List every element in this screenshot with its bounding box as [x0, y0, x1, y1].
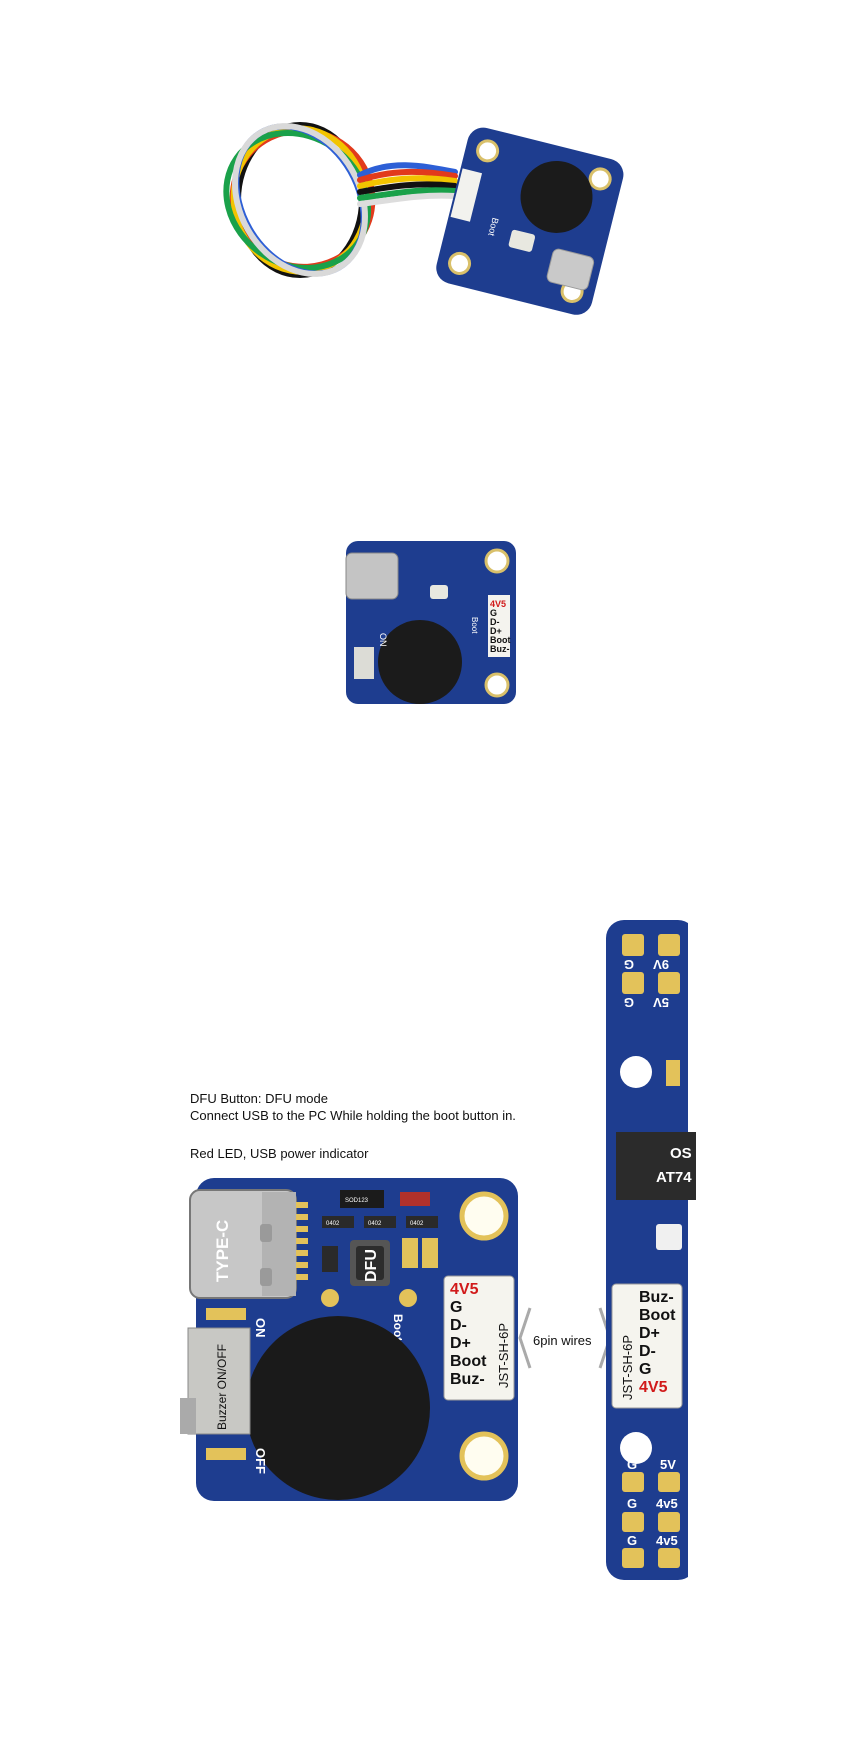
cable-bundle [223, 122, 458, 278]
module-board-photo: Boot [436, 127, 624, 315]
pad-label: 4v5 [656, 1533, 678, 1548]
chip-label: OS [670, 1145, 692, 1162]
off-label: OFF [253, 1448, 268, 1474]
buzzer-switch-label: Buzzer ON/OFF [215, 1344, 229, 1430]
on-label: ON [378, 633, 388, 647]
part-label: 0402 [326, 1221, 340, 1227]
smd-parts: SOD123 0402 0402 0402 [322, 1190, 438, 1272]
jst-connector-fc: JST-SH-6P [611, 1283, 683, 1409]
buzzer-icon [246, 1316, 430, 1500]
pad-label: 5V [660, 1457, 676, 1472]
jst-connector-module: JST-SH-6P [443, 1275, 515, 1401]
fc-pin-labels: Buz- Boot D+ D- G 4V5 [639, 1289, 676, 1396]
pad-label: G [627, 1533, 637, 1548]
pin-label: Buz- [490, 644, 510, 654]
flight-controller-board: G 9V G 5V OS AT74 JST-SH-6P Buz- Boot D+ [606, 920, 698, 1580]
chip-label: AT74 [656, 1169, 692, 1186]
part-label: SOD123 [345, 1198, 369, 1204]
pin-label: D- [490, 617, 500, 627]
mount-hole [459, 1431, 509, 1481]
board-top-svg: ON Boot 4V5 G D- D+ Boot Buz- [345, 541, 516, 704]
mount-hole [620, 1432, 652, 1464]
wire-arrow: 6pin wires [518, 1307, 612, 1369]
dfu-button: DFU [321, 1240, 417, 1307]
pin-label: D+ [450, 1335, 471, 1352]
product-photo-svg: Boot [223, 122, 624, 315]
pin-label: D- [639, 1343, 656, 1360]
pin-label: Boot [450, 1353, 487, 1370]
buzzer-icon [520, 160, 593, 233]
pin-labels: 4V5 G D- D+ Boot Buz- [490, 599, 511, 654]
pin-label: G [490, 608, 497, 618]
pin-label: 4V5 [490, 599, 506, 609]
module-board: TYPE-C SOD123 0402 0402 0402 [180, 1178, 518, 1501]
pin-label: 4V5 [450, 1281, 479, 1298]
part-label: 0402 [368, 1221, 382, 1227]
pin-label: G [639, 1361, 651, 1378]
mount-hole [620, 1056, 652, 1088]
usb-typec-connector: TYPE-C [189, 1189, 308, 1299]
on-label: ON [253, 1318, 268, 1338]
pin-label: 4V5 [639, 1379, 668, 1396]
pin-label: D- [450, 1317, 467, 1334]
typec-label: TYPE-C [213, 1220, 232, 1282]
pin-label: Buz- [450, 1371, 485, 1388]
pin-label: G [450, 1299, 462, 1316]
buzzer-icon [378, 620, 462, 704]
dfu-note: DFU Button: DFU mode Connect USB to the … [190, 1090, 516, 1124]
dfu-label: DFU [363, 1249, 380, 1282]
pin-label: Boot [639, 1307, 676, 1324]
buzzer-onoff-switch: Buzzer ON/OFF [180, 1308, 251, 1460]
part-label: 0402 [410, 1221, 424, 1227]
pad-label: 5V [653, 995, 669, 1010]
module-pin-labels: 4V5 G D- D+ Boot Buz- [450, 1281, 487, 1388]
wiring-diagram-svg: TYPE-C SOD123 0402 0402 0402 [180, 920, 698, 1580]
connector-label: JST-SH-6P [496, 1323, 511, 1388]
pin-label: Buz- [639, 1289, 674, 1306]
pad-label: G [624, 957, 634, 972]
dfu-title: DFU Button: DFU mode [190, 1091, 328, 1106]
product-photo-with-cable: Boot [0, 0, 860, 340]
led-note: Red LED, USB power indicator [190, 1146, 369, 1161]
pin-label: D+ [639, 1325, 660, 1342]
connector-label: JST-SH-6P [620, 1335, 635, 1400]
pad-label: 9V [653, 957, 669, 972]
fc-chip: OS AT74 [616, 1132, 696, 1200]
pin-label: Boot [490, 635, 511, 645]
pad-label: G [624, 995, 634, 1010]
pad-label: G [627, 1496, 637, 1511]
board-top-view: ON Boot 4V5 G D- D+ Boot Buz- [0, 535, 860, 715]
pin-label: D+ [490, 626, 502, 636]
boot-label: Boot [486, 217, 500, 238]
wiring-diagram: TYPE-C SOD123 0402 0402 0402 [0, 920, 860, 1580]
boot-label: Boot [391, 1314, 405, 1341]
wires-label: 6pin wires [533, 1333, 592, 1348]
dfu-instruction: Connect USB to the PC While holding the … [190, 1108, 516, 1123]
mount-hole [459, 1191, 509, 1241]
pad-label: 4v5 [656, 1496, 678, 1511]
pad-label: G [627, 1457, 637, 1472]
boot-label: Boot [470, 617, 479, 634]
